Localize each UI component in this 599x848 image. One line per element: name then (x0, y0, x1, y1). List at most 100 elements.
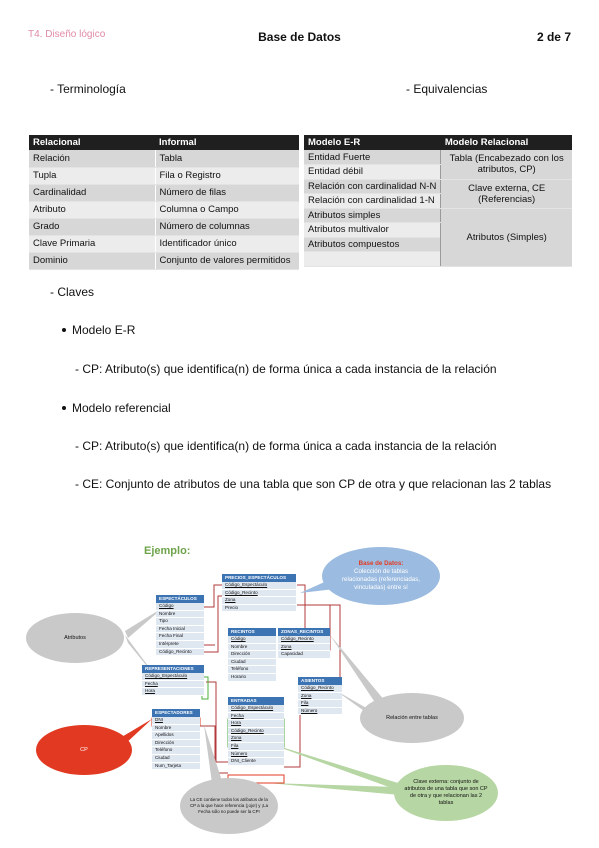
table-cell (304, 251, 441, 267)
table-cell: Grado (29, 218, 155, 236)
entity-title: PRECIOS_ESPECTÁCULOS (222, 574, 296, 582)
entity-field: Fila (298, 700, 342, 708)
page-title: Base de Datos (258, 30, 341, 44)
entity-zonas-recintos: ZONAS_RECINTOS Código_Recinto Zona Capac… (278, 628, 330, 659)
entity-field: Nombre (156, 610, 204, 619)
section-equivalencias: - Equivalencias (406, 82, 488, 96)
equivalences-header: Modelo E-R (304, 135, 441, 150)
entity-field: Código_Recinto (298, 685, 342, 693)
table-cell: Cardinalidad (29, 184, 155, 202)
table-row: Relación con cardinalidad N-N Clave exte… (304, 179, 572, 209)
entity-title: ASIENTOS (298, 677, 342, 685)
entity-field: Nombre (152, 724, 200, 733)
entity-title: RECINTOS (228, 628, 276, 636)
entity-title: ESPECTÁCULOS (156, 595, 204, 603)
table-cell: Clave Primaria (29, 235, 155, 253)
bullet-dot (62, 405, 66, 410)
entity-field: Fecha Inicial (156, 625, 204, 634)
entity-field: Dirección (152, 739, 200, 748)
entity-field: DNI (152, 717, 200, 725)
table-cell: Número de columnas (154, 218, 299, 236)
entity-field: Teléfono (152, 747, 200, 755)
bullet-text: Modelo E-R (72, 323, 136, 337)
table-cell: Relación con cardinalidad 1-N (304, 193, 441, 209)
bullet-text: Modelo referencial (72, 401, 171, 415)
table-cell: Entidad Fuerte (304, 150, 441, 165)
bullet-modelo-er: Modelo E-R (62, 323, 135, 337)
entity-field: Fecha (142, 680, 204, 689)
terminology-header: Relacional (29, 135, 155, 150)
page-number: 2 de 7 (536, 30, 571, 44)
diagram-title: Ejemplo: (144, 545, 191, 557)
table-row: Atributos compuestos (304, 237, 572, 252)
callout-atributos: Atributos (26, 613, 124, 663)
entity-field: Intérprete (156, 640, 204, 649)
chapter-label: T4. Diseño lógico (28, 29, 106, 40)
entity-field: Código (156, 603, 204, 611)
entity-field: Ciudad (228, 658, 276, 667)
bd-callout-text: Colección de tablas relacionadas (refere… (341, 568, 421, 591)
entity-title: ENTRADAS (228, 697, 284, 705)
table-cell: Atributos multivalor (304, 222, 441, 238)
entity-field: Apellidos (152, 732, 200, 740)
callout-pointer (125, 607, 164, 638)
section-terminologia: - Terminología (50, 82, 126, 96)
bullet-dot (62, 327, 66, 332)
example-diagram: Ejemplo: Atributos CP Relación e (0, 535, 599, 840)
terminology-header-row: Relacional Informal (29, 135, 299, 150)
entity-precios: PRECIOS_ESPECTÁCULOS Código_Espectáculo … (222, 574, 296, 613)
entity-field: Número (298, 707, 342, 716)
entity-field: Código_Espectáculo (222, 582, 296, 590)
entity-title: REPRESENTACIONES (142, 665, 204, 673)
bullet-modelo-ref: Modelo referencial (62, 401, 171, 415)
entity-entradas: ENTRADAS Código_Espectáculo Fecha Hora C… (228, 697, 284, 766)
merged-cell: Tabla (Encabezado con los atributos, CP) (440, 150, 572, 180)
table-cell: Entidad débil (304, 164, 441, 180)
entity-field: DNI_Cliente (228, 758, 284, 766)
table-cell: Tupla (29, 167, 155, 185)
table-cell: Columna o Campo (154, 201, 299, 219)
entity-field: Código_Recinto (228, 727, 284, 736)
table-row: Atributos simples Atributos (Simples) (304, 208, 572, 267)
callout-pointer (330, 635, 390, 710)
table-cell: Conjunto de valores permitidos (154, 252, 299, 270)
entity-field: Hora (142, 688, 204, 696)
entity-field: Código_Recinto (156, 648, 204, 657)
entity-field: Precio (222, 604, 296, 613)
entity-field: Zona (228, 735, 284, 743)
callout-pointer (262, 741, 400, 791)
entity-asientos: ASIENTOS Código_Recinto Zona Fila Número (298, 677, 342, 716)
connector-line (206, 681, 228, 763)
equivalences-header-row: Modelo E-R Modelo Relacional (304, 135, 572, 150)
equivalences-header: Modelo Relacional (440, 135, 572, 150)
entity-field: Dirección (228, 651, 276, 659)
callout-clave-externa: Clave externa: conjunto de atributos de … (394, 765, 498, 821)
entity-field: Código_Recinto (222, 589, 296, 598)
table-row: Entidad Fuerte Tabla (Encabezado con los… (304, 150, 572, 180)
table-cell: Tabla (154, 150, 299, 168)
callout-nota: La CE contiene todos los atributos de la… (180, 778, 278, 834)
entity-field: Código (228, 636, 276, 644)
entity-representaciones: REPRESENTACIONES Código_Espectáculo Fech… (142, 665, 204, 696)
callout-base-de-datos: Base de Datos: Colección de tablas relac… (322, 547, 440, 605)
merged-cell: Clave externa, CE (Referencias) (440, 179, 572, 209)
table-cell: Atributo (29, 201, 155, 219)
entity-field: Ciudad (152, 754, 200, 763)
section-claves: - Claves (50, 285, 95, 299)
callout-pointer (268, 783, 400, 795)
table-row: Atributos multivalor (304, 222, 572, 238)
entity-field: Número (228, 750, 284, 759)
entity-field: Hora (228, 720, 284, 728)
callout-cp: CP (36, 725, 132, 775)
table-row: Relación con cardinalidad 1-N (304, 193, 572, 209)
entity-field: Zona (298, 692, 342, 701)
ce-ref-line: - CE: Conjunto de atributos de una tabla… (75, 477, 552, 491)
table-cell: Atributos compuestos (304, 237, 441, 252)
